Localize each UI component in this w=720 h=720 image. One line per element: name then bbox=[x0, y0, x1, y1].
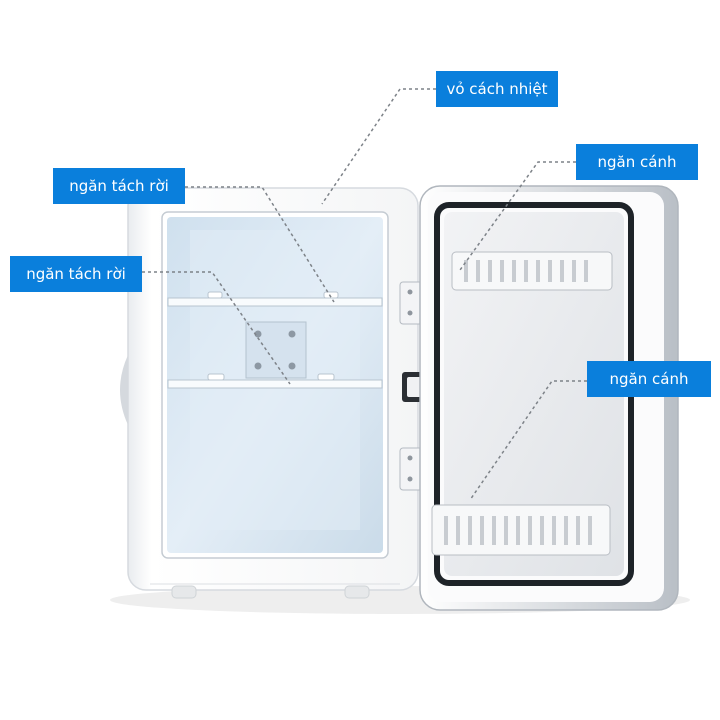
fridge-door bbox=[419, 185, 679, 611]
shelf-top bbox=[167, 297, 383, 307]
leader-divider-top bbox=[185, 186, 335, 303]
leader-insulation bbox=[321, 88, 436, 205]
front-foot-right bbox=[344, 585, 370, 599]
door-bin-bottom bbox=[431, 504, 611, 556]
label-insulation-shell: vỏ cách nhiệt bbox=[436, 71, 558, 107]
leader-door-top bbox=[459, 161, 576, 271]
front-foot-left bbox=[171, 585, 197, 599]
label-divider-bottom: ngăn tách rời bbox=[10, 256, 142, 292]
shelf-bottom bbox=[167, 379, 383, 389]
fridge-interior bbox=[161, 211, 389, 559]
label-door-compartment-top: ngăn cánh bbox=[576, 144, 698, 180]
label-door-compartment-bottom: ngăn cánh bbox=[587, 361, 711, 397]
label-divider-top: ngăn tách rời bbox=[53, 168, 185, 204]
leader-lines bbox=[142, 88, 587, 501]
door-bin-top bbox=[451, 251, 613, 291]
back-bracket bbox=[245, 321, 307, 379]
